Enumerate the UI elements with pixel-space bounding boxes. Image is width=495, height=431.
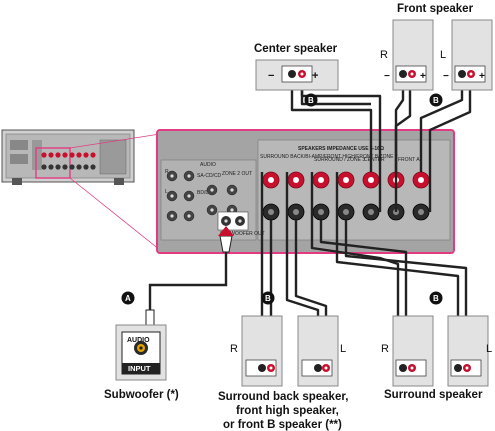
front-l-minus: − <box>443 71 449 82</box>
surround-speaker-r: R <box>381 315 434 387</box>
surround-back-label-1: Surround back speaker, <box>218 391 348 403</box>
s-r-channel: R <box>381 343 389 355</box>
surround-speaker-label: Surround speaker <box>384 389 483 401</box>
surround-back-label-2: front high speaker, <box>236 405 339 417</box>
front-r-minus: − <box>384 71 390 82</box>
panel-surround-back-label: SURROUND BACK/BI-AMP/FRONT HIGH/FRONT B/… <box>260 154 398 160</box>
panel-audio-label: AUDIO <box>200 162 216 168</box>
s-l-channel: L <box>486 343 492 355</box>
panel-sacd-label: SA-CD/CD <box>197 173 222 179</box>
surround-back-speaker-l: L <box>297 315 346 387</box>
sb-l-channel: L <box>340 343 346 355</box>
panel-front-a-label: FRONT A <box>398 157 420 163</box>
front-speaker-l: − + L <box>440 19 493 91</box>
center-terminal-black <box>288 70 296 78</box>
svg-text:A: A <box>125 294 131 303</box>
surround-back-speaker-r: R <box>230 315 283 387</box>
front-speaker-r: − + R <box>380 19 434 91</box>
badge-b-surround: B <box>429 291 443 305</box>
front-r-plus: + <box>420 71 426 82</box>
center-speaker: − + Center speaker <box>254 43 339 91</box>
panel-surround-zone-label: SURROUND / ZONE 3 <box>314 157 365 163</box>
svg-text:B: B <box>433 96 439 105</box>
svg-text:B: B <box>433 294 439 303</box>
subwoofer-cable <box>145 226 234 331</box>
center-speaker-label: Center speaker <box>254 43 338 55</box>
subwoofer-box-line1: AUDIO <box>127 337 150 344</box>
badge-b-surround-back: B <box>261 291 275 305</box>
front-speaker-label: Front speaker <box>397 3 474 15</box>
front-r-channel: R <box>380 49 388 61</box>
subwoofer-box-line2: INPUT <box>128 364 151 373</box>
center-plus: + <box>312 70 318 82</box>
rear-panel: AUDIO SPEAKERS IMPEDANCE USE 6-16Ω SURRO… <box>156 129 455 254</box>
svg-text:B: B <box>308 96 314 105</box>
badge-b-center: B <box>304 93 318 107</box>
badge-a-subwoofer: A <box>121 291 135 305</box>
receiver-thumbnail <box>1 129 161 251</box>
badge-b-front: B <box>429 93 443 107</box>
surround-speaker-l: L <box>447 315 492 387</box>
surround-back-label-3: or front B speaker (**) <box>223 419 342 431</box>
panel-bddvd-label: BD/DVD <box>197 190 216 196</box>
subwoofer-input: AUDIO INPUT <box>115 324 167 381</box>
front-l-plus: + <box>479 71 485 82</box>
sb-r-channel: R <box>230 343 238 355</box>
panel-input-l: L <box>165 189 168 195</box>
audio-input-jacks: R L <box>165 169 249 231</box>
subwoofer-label: Subwoofer (*) <box>104 389 179 401</box>
front-l-channel: L <box>440 49 446 61</box>
panel-input-r: R <box>165 169 169 175</box>
center-minus: − <box>268 70 274 82</box>
panel-subwoofer-out-label: SUBWOOFER OUT <box>220 231 265 237</box>
panel-speakers-header: SPEAKERS IMPEDANCE USE 6-16Ω <box>298 146 384 152</box>
svg-text:B: B <box>265 294 271 303</box>
panel-zone2-label: ZONE 2 OUT <box>222 171 252 177</box>
panel-center-label: CENTER <box>364 157 385 163</box>
